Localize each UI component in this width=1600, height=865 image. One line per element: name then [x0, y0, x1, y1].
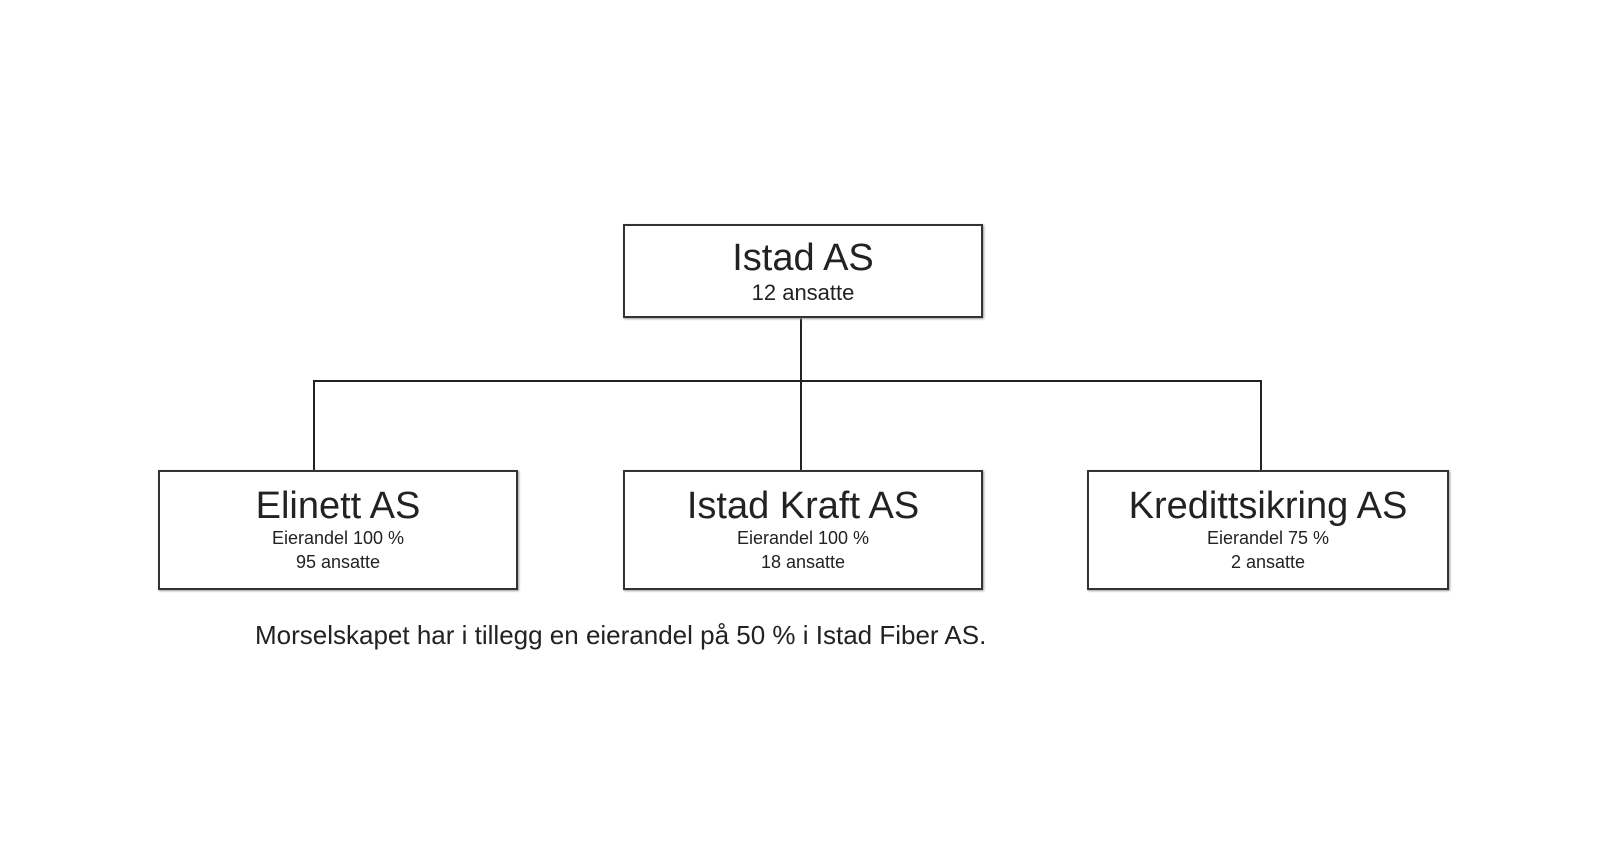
node-name: Elinett AS — [255, 485, 421, 527]
connector-elinett — [313, 380, 315, 472]
node-employees: 2 ansatte — [1230, 552, 1306, 572]
connector-kredittsikring — [1260, 380, 1262, 472]
node-istad-as: Istad AS 12 ansatte — [623, 224, 983, 318]
node-istad-kraft-as: Istad Kraft AS Eierandel 100 % 18 ansatt… — [623, 470, 983, 590]
node-ownership: Eierandel 100 % — [271, 528, 405, 548]
node-ownership: Eierandel 75 % — [1206, 528, 1330, 548]
node-ownership: Eierandel 100 % — [736, 528, 870, 548]
node-employees: 12 ansatte — [751, 280, 855, 305]
footnote: Morselskapet har i tillegg en eierandel … — [255, 620, 987, 650]
node-employees: 18 ansatte — [760, 552, 846, 572]
node-name: Istad Kraft AS — [686, 485, 920, 527]
node-name: Kredittsikring AS — [1128, 485, 1408, 527]
node-elinett-as: Elinett AS Eierandel 100 % 95 ansatte — [158, 470, 518, 590]
node-name: Istad AS — [732, 237, 874, 279]
connector-horizontal — [313, 380, 1262, 382]
node-employees: 95 ansatte — [295, 552, 381, 572]
node-kredittsikring-as: Kredittsikring AS Eierandel 75 % 2 ansat… — [1087, 470, 1449, 590]
connector-vertical-parent — [800, 318, 802, 472]
